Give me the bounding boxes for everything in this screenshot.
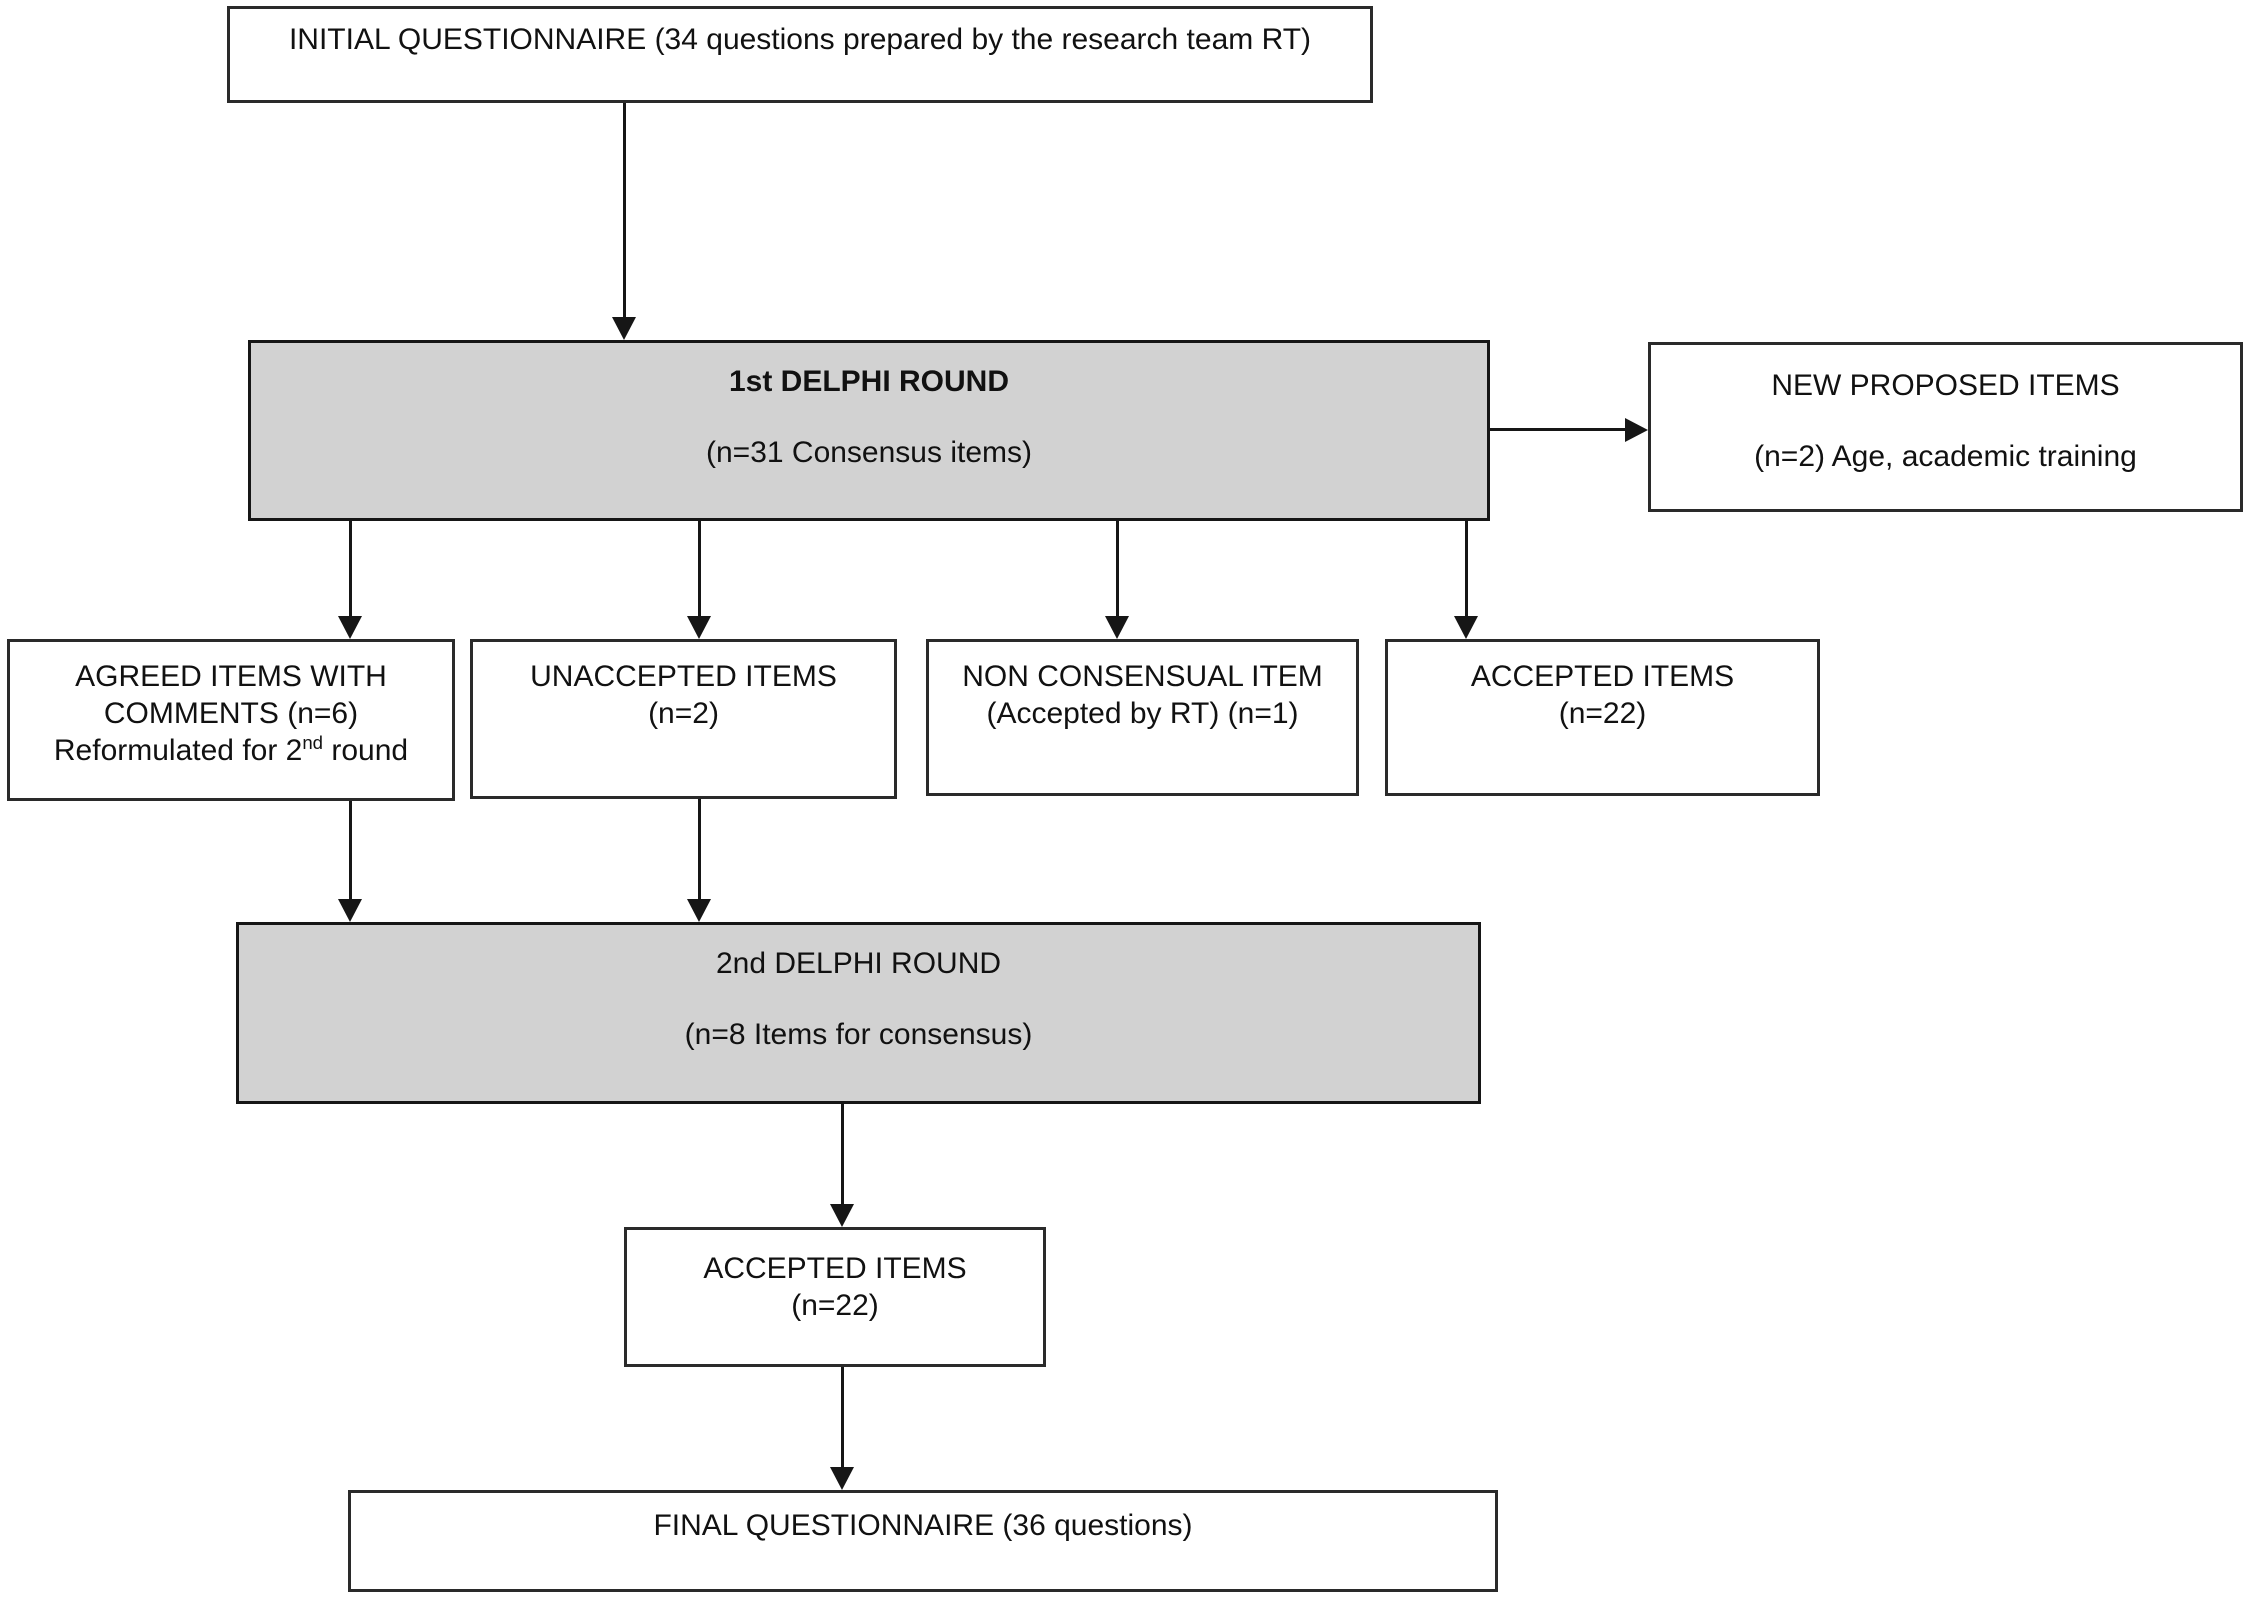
round2-title: 2nd DELPHI ROUND [715, 947, 1002, 980]
agreed-items-line2: COMMENTS (n=6) [103, 697, 359, 730]
non-consensual-line1: NON CONSENSUAL ITEM [962, 660, 1323, 693]
agreed-line3-superscript: nd [302, 732, 324, 753]
round2-subtitle: (n=8 Items for consensus) [684, 1018, 1033, 1051]
final-questionnaire-label: FINAL QUESTIONNAIRE (36 questions) [653, 1509, 1193, 1542]
accepted-round2-line1: ACCEPTED ITEMS [703, 1252, 967, 1285]
accepted-round1-line2: (n=22) [1558, 697, 1647, 730]
initial-questionnaire-label: INITIAL QUESTIONNAIRE (34 questions prep… [288, 23, 1312, 56]
arrowhead-round2-to-accepted [830, 1204, 854, 1227]
node-new-proposed-items: NEW PROPOSED ITEMS (n=2) Age, academic t… [1648, 342, 2243, 512]
new-items-subtitle: (n=2) Age, academic training [1754, 440, 2137, 473]
node-accepted-items-round1: ACCEPTED ITEMS (n=22) [1385, 639, 1820, 796]
accepted-round2-line2: (n=22) [791, 1289, 879, 1322]
new-items-title: NEW PROPOSED ITEMS [1771, 369, 2120, 402]
arrow-agreed-to-round2 [349, 801, 352, 899]
node-accepted-items-round2: ACCEPTED ITEMS (n=22) [624, 1227, 1046, 1367]
agreed-items-line3: Reformulated for 2nd round [10, 732, 452, 769]
arrowhead-unaccepted-to-round2 [687, 899, 711, 922]
agreed-line3-suffix: round [323, 734, 409, 767]
agreed-line3-prefix: Reformulated for 2 [53, 734, 303, 767]
node-1st-delphi-round: 1st DELPHI ROUND (n=31 Consensus items) [248, 340, 1490, 521]
unaccepted-items-line2: (n=2) [648, 697, 719, 730]
arrow-round1-to-agreed [349, 521, 352, 616]
node-2nd-delphi-round: 2nd DELPHI ROUND (n=8 Items for consensu… [236, 922, 1481, 1104]
round1-title: 1st DELPHI ROUND [728, 365, 1010, 398]
node-initial-questionnaire: INITIAL QUESTIONNAIRE (34 questions prep… [227, 6, 1373, 103]
arrowhead-round1-to-nonconsensual [1105, 616, 1129, 639]
round1-subtitle: (n=31 Consensus items) [706, 436, 1032, 469]
unaccepted-items-line1: UNACCEPTED ITEMS [530, 660, 837, 693]
agreed-items-line1: AGREED ITEMS WITH [75, 660, 387, 693]
arrowhead-agreed-to-round2 [338, 899, 362, 922]
arrowhead-round1-to-accepted [1454, 616, 1478, 639]
arrowhead-initial-to-round1 [612, 317, 636, 340]
node-unaccepted-items: UNACCEPTED ITEMS (n=2) [470, 639, 897, 799]
arrow-initial-to-round1 [623, 103, 626, 317]
arrow-round2-to-accepted [841, 1104, 844, 1204]
arrowhead-round1-to-agreed [338, 616, 362, 639]
node-non-consensual-item: NON CONSENSUAL ITEM (Accepted by RT) (n=… [926, 639, 1359, 796]
arrow-round1-to-new-items [1490, 428, 1625, 431]
node-final-questionnaire: FINAL QUESTIONNAIRE (36 questions) [348, 1490, 1498, 1592]
arrow-accepted-to-final [841, 1367, 844, 1467]
node-agreed-items: AGREED ITEMS WITH COMMENTS (n=6) Reformu… [7, 639, 455, 801]
arrow-round1-to-nonconsensual [1116, 521, 1119, 616]
non-consensual-line2: (Accepted by RT) (n=1) [986, 697, 1299, 730]
arrowhead-round1-to-unaccepted [687, 616, 711, 639]
arrow-unaccepted-to-round2 [698, 799, 701, 899]
arrow-round1-to-unaccepted [698, 521, 701, 616]
accepted-round1-line1: ACCEPTED ITEMS [1470, 660, 1735, 693]
arrowhead-accepted-to-final [830, 1467, 854, 1490]
arrow-round1-to-accepted [1465, 521, 1468, 616]
arrowhead-round1-to-new-items [1625, 418, 1648, 442]
